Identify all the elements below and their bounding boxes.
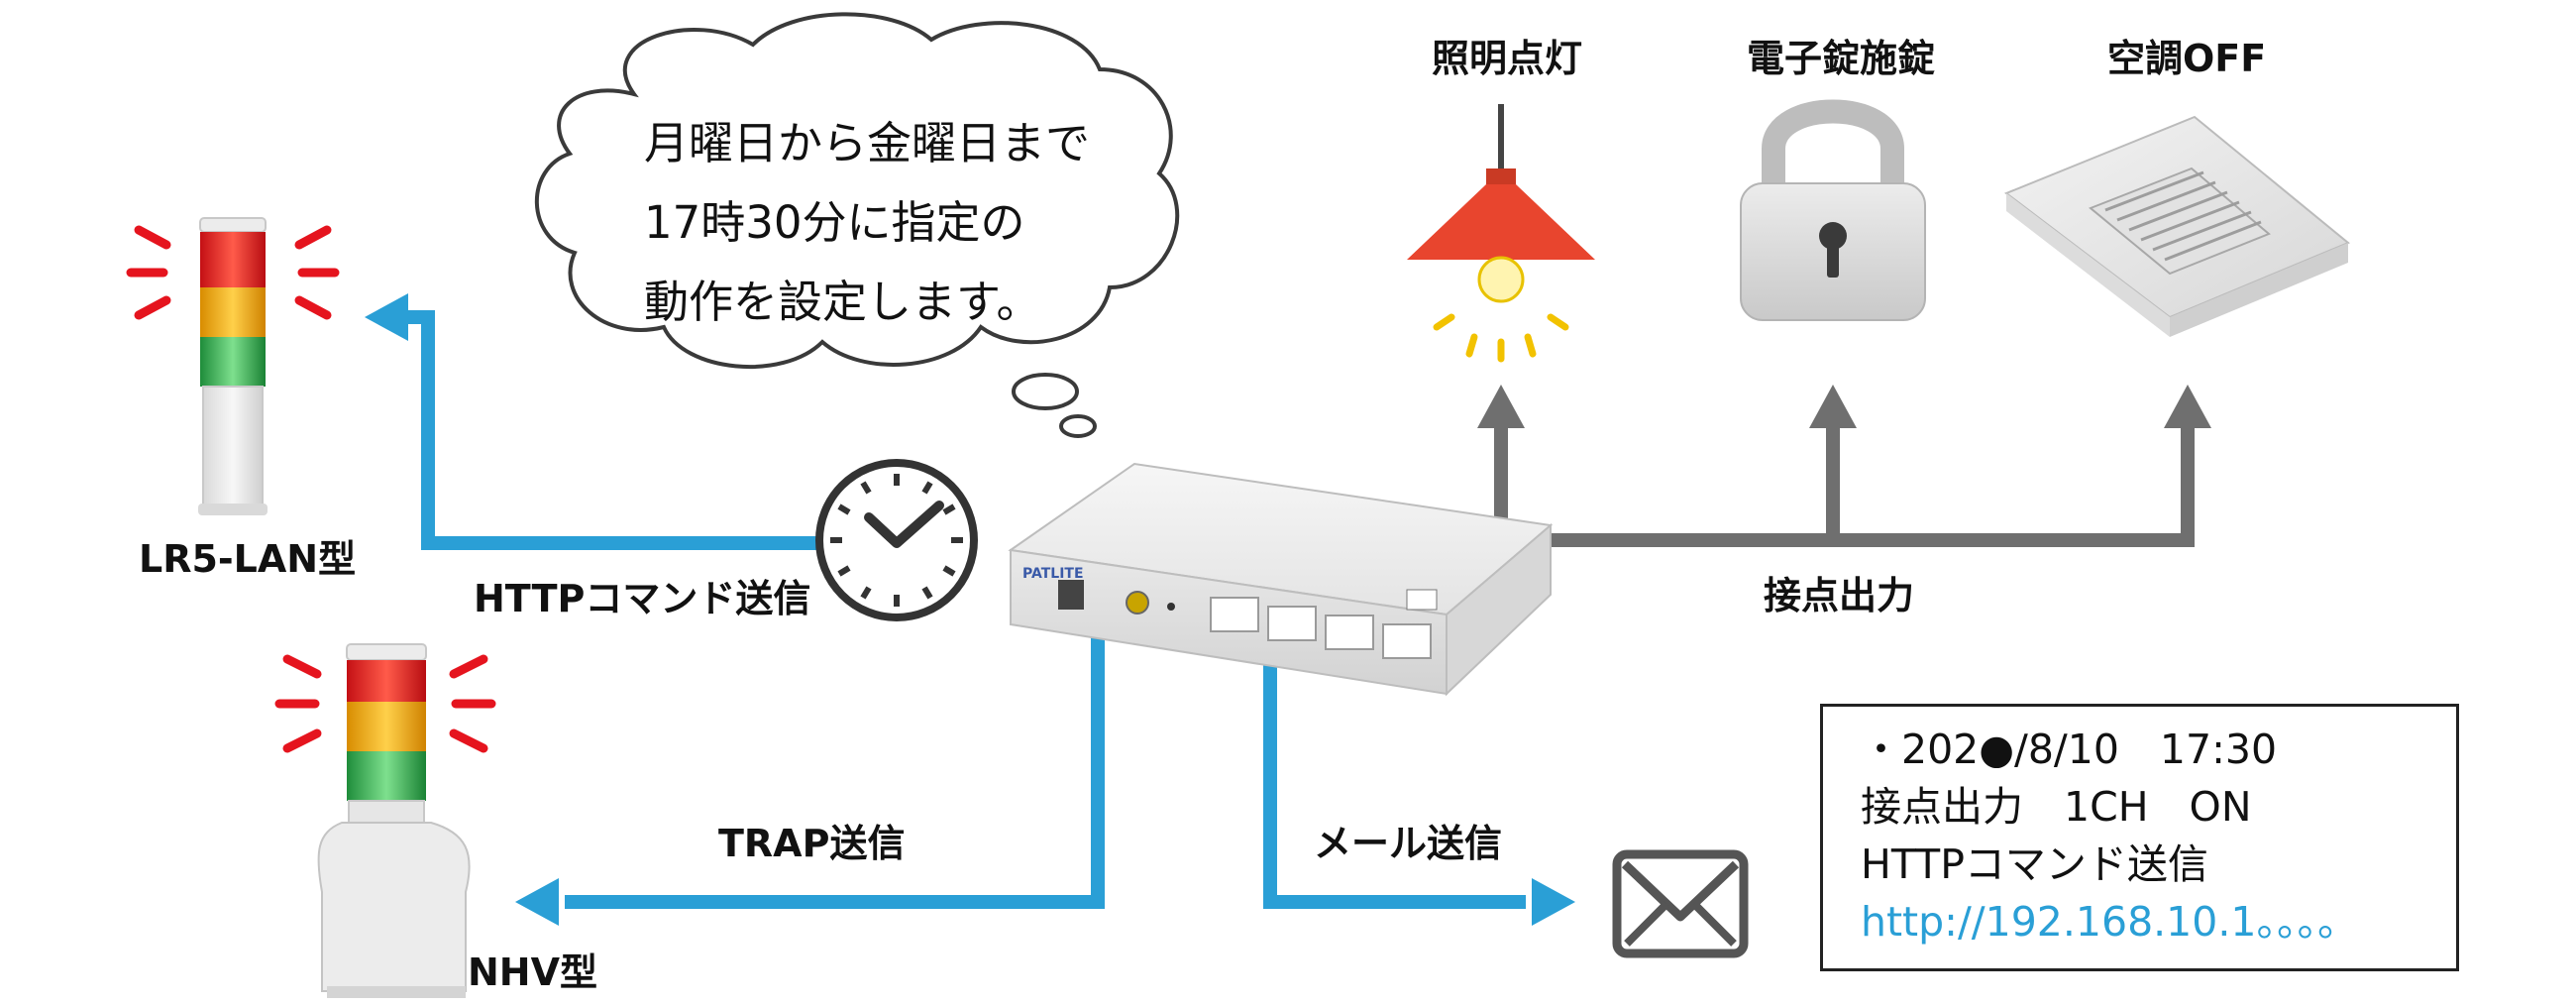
info-http-command: HTTPコマンド送信: [1861, 840, 2208, 888]
info-url: http://192.168.10.1。。。。: [1861, 898, 2358, 946]
mail-label: メール送信: [1314, 822, 1503, 865]
bubble-text: 月曜日から金曜日まで 17時30分に指定の 動作を設定します。: [644, 104, 1090, 342]
lamp-icon: [1407, 104, 1595, 363]
power-jack: [1126, 591, 1149, 615]
arrowhead-ac: [2164, 385, 2211, 428]
signal-tower-icon: [126, 217, 340, 515]
terminal-blocks: [1210, 597, 1432, 659]
nhv-label: NHV型: [468, 951, 598, 994]
thought-bubble-icon: [534, 12, 1180, 438]
usb-port: [1058, 580, 1084, 610]
arrow-http-to-lr5: [406, 310, 822, 550]
info-contact-output: 接点出力 1CH ON: [1861, 783, 2252, 831]
arrowhead-lock: [1809, 385, 1857, 428]
light-label: 照明点灯: [1432, 37, 1583, 80]
arrowhead-light: [1477, 385, 1525, 428]
bubble-line: 17時30分に指定の: [644, 196, 1025, 249]
ac-label: 空調OFF: [2107, 37, 2267, 80]
arrow-to-ac: [1541, 426, 2195, 547]
envelope-icon: [1612, 849, 1749, 958]
contact-output-label: 接点出力: [1764, 574, 1915, 617]
contact-output-arrows: [1494, 426, 2195, 547]
arrow-mail: [1263, 649, 1526, 909]
controller-brand: PATLITE: [1022, 566, 1084, 582]
blue-arrows: [406, 310, 1526, 909]
gray-arrowheads: [1477, 385, 2211, 428]
bubble-line: 月曜日から金曜日まで: [644, 117, 1091, 169]
padlock-icon: [1740, 99, 1926, 321]
controller-unit-icon: PATLITE: [1008, 462, 1554, 697]
qr-label: [1406, 589, 1438, 611]
lock-label: 電子錠施錠: [1747, 37, 1936, 80]
arrow-trap-to-nhv: [565, 624, 1105, 909]
arrowhead-nhv: [515, 878, 559, 926]
air-conditioner-icon: [2003, 115, 2350, 337]
clock-icon: [815, 459, 978, 621]
info-box: ・202●/8/10 17:30 接点出力 1CH ON HTTPコマンド送信 …: [1820, 704, 2459, 971]
info-datetime: ・202●/8/10 17:30: [1861, 726, 2278, 773]
http-command-label: HTTPコマンド送信: [474, 577, 811, 620]
signal-tower-icon: [274, 643, 496, 998]
lr5-label: LR5-LAN型: [139, 537, 357, 581]
arrowhead-lr5: [365, 293, 408, 341]
arrowhead-mail: [1532, 878, 1575, 926]
blue-arrowheads: [365, 293, 1575, 926]
trap-label: TRAP送信: [718, 822, 906, 865]
bubble-line: 動作を設定します。: [644, 276, 1041, 328]
